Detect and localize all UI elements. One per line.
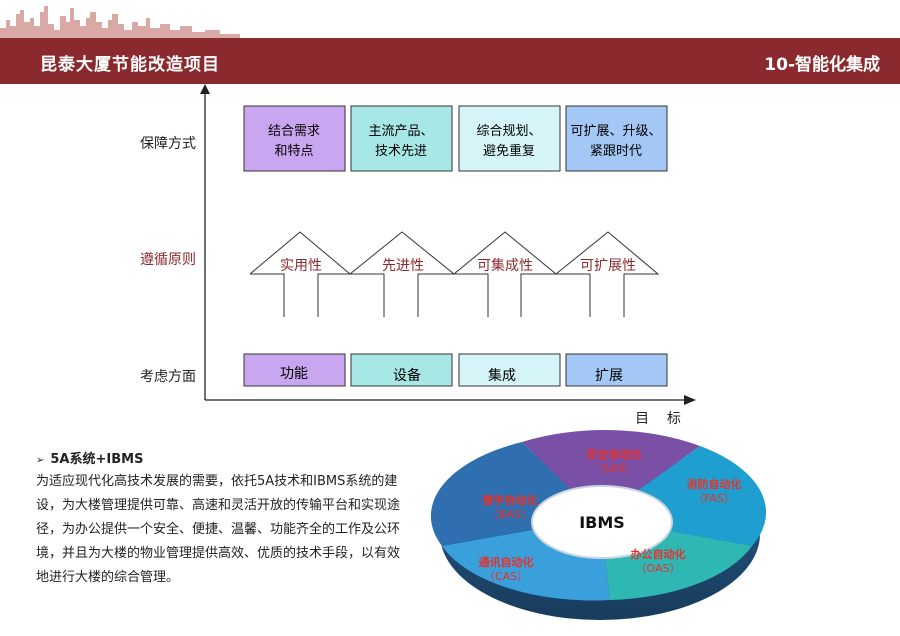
ring-label-bas: 楼宇自动化 (483, 493, 538, 507)
principle-roof-2: 先进性 (349, 231, 456, 317)
principle-label: 实用性 (280, 258, 322, 274)
ring-segment-sas (522, 430, 700, 518)
guarantee-box-3: 综合规划、 避免重复 (458, 105, 561, 172)
guarantee-box-1: 结合需求 和特点 (243, 105, 346, 172)
guarantee-box-line2: 避免重复 (483, 143, 535, 159)
principle-label: 先进性 (382, 258, 424, 274)
section-heading: ➢ 5A系统+IBMS (36, 448, 143, 467)
arrow-bullet-icon: ➢ (36, 455, 45, 466)
ring-center-label: IBMS (579, 513, 625, 532)
y-axis-arrow (200, 84, 210, 94)
consider-box-3: 集成 (458, 353, 561, 387)
principle-roof-1: 实用性 (249, 231, 352, 317)
guarantee-box-bg (565, 105, 668, 172)
header-banner (0, 38, 900, 84)
x-axis-label: 目 标 (635, 411, 681, 427)
section-title: 10-智能化集成 (764, 55, 880, 75)
guarantee-box-2: 主流产品、 技术先进 (350, 105, 453, 172)
consider-box-label: 集成 (488, 367, 516, 384)
ibms-ring-diagram: IBMS 安全自动化 （SAS） 消防自动化 （FAS） 办公自动化 （OAS）… (430, 430, 767, 620)
ring-label-sas: 安全自动化 (587, 447, 642, 461)
consider-box-label: 扩展 (595, 368, 623, 384)
row-label-principle: 遵循原则 (140, 251, 196, 268)
consider-box-label: 功能 (280, 366, 308, 382)
guarantee-box-line2: 紧跟时代 (590, 144, 642, 159)
consider-box-bg (243, 353, 346, 387)
ring-hole (531, 485, 673, 559)
section-body: 为适应现代化高技术发展的需要，依托5A技术和IBMS系统的建设，为大楼管理提供可… (36, 474, 401, 585)
ring-abbr-cas: （CAS） (484, 570, 528, 583)
guarantee-box-bg (243, 105, 346, 172)
principle-roof-3: 可集成性 (453, 231, 558, 317)
guarantee-box-4: 可扩展、升级、 紧跟时代 (565, 105, 668, 172)
guarantee-box-line2: 和特点 (274, 144, 313, 159)
guarantee-box-line1: 可扩展、升级、 (570, 124, 661, 139)
principle-roof-4: 可扩展性 (555, 231, 660, 317)
consider-box-2: 设备 (350, 353, 453, 387)
consider-box-bg (458, 353, 561, 387)
consider-box-label: 设备 (393, 367, 421, 384)
ring-abbr-oas: （OAS） (636, 562, 681, 575)
ring-label-oas: 办公自动化 (631, 547, 686, 561)
consider-box-4: 扩展 (565, 353, 668, 387)
ring-abbr-bas: （BAS） (488, 508, 532, 521)
x-axis-arrow (684, 395, 696, 405)
guarantee-box-bg (350, 105, 453, 172)
consider-box-1: 功能 (243, 353, 346, 387)
ring-label-fas: 消防自动化 (687, 477, 742, 491)
principle-label: 可扩展性 (580, 258, 636, 274)
section-heading-text: 5A系统+IBMS (50, 452, 144, 467)
ring-label-cas: 通讯自动化 (479, 555, 534, 569)
row-label-consider: 考虑方面 (140, 369, 196, 385)
project-title: 昆泰大厦节能改造项目 (40, 55, 220, 75)
principle-label: 可集成性 (477, 257, 533, 274)
row-label-guarantee: 保障方式 (140, 136, 196, 152)
guarantee-box-line1: 结合需求 (268, 124, 320, 139)
guarantee-box-bg (458, 105, 561, 172)
consider-box-bg (565, 353, 668, 387)
guarantee-box-line2: 技术先进 (375, 144, 427, 159)
integration-diagram: 保障方式 遵循原则 考虑方面 目 标 结合需求 和特点 主流产品、 技术先进 综… (140, 84, 696, 427)
guarantee-box-line1: 主流产品、 (368, 124, 433, 139)
city-skyline-decoration (0, 6, 240, 38)
ring-abbr-sas: （SAS） (592, 462, 636, 475)
ring-abbr-fas: （FAS） (693, 492, 735, 505)
guarantee-box-line1: 综合规划、 (476, 124, 541, 139)
consider-box-bg (350, 353, 453, 387)
